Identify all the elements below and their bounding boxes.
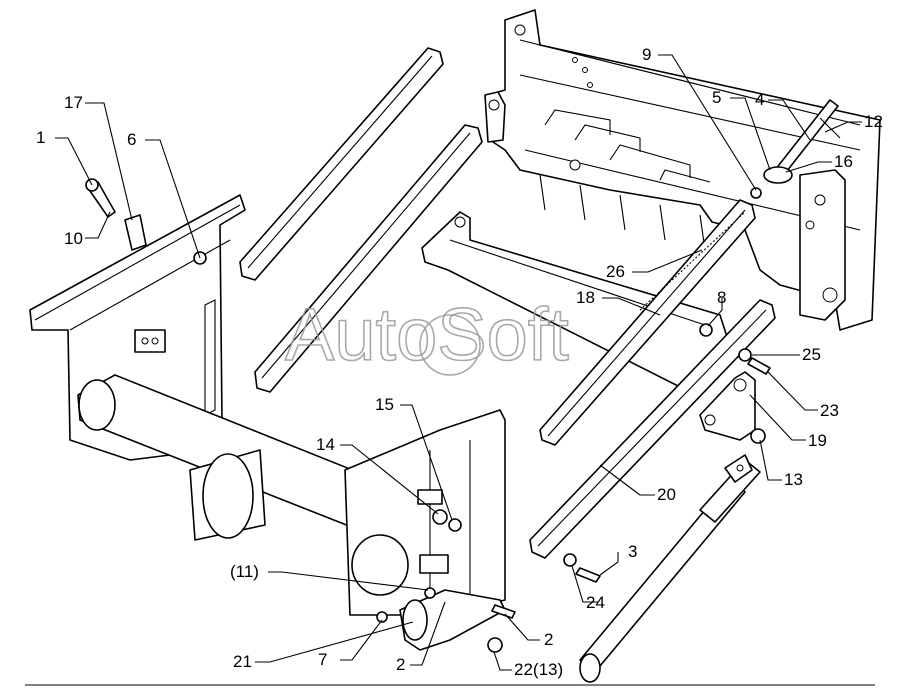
- callout-7: 7: [318, 650, 327, 669]
- callout-26: 26: [606, 262, 625, 281]
- washer-24: [563, 553, 577, 567]
- bolt-2: [491, 604, 516, 619]
- callout-8: 8: [717, 288, 726, 307]
- callout-23: 23: [820, 401, 839, 420]
- nut-22: [487, 637, 503, 653]
- callout-5: 5: [712, 88, 721, 107]
- middle-guide-rail: [254, 124, 483, 393]
- callout-labels: 1 17 6 10 9 5 4 12 16 26 18 8 25 23 19 1…: [36, 45, 883, 679]
- clip-17: [124, 214, 147, 251]
- callout-14: 14: [316, 435, 335, 454]
- pivot-16: [763, 166, 793, 184]
- bolt-3: [575, 567, 601, 583]
- callout-15: 15: [375, 395, 394, 414]
- washer-11: [424, 587, 436, 599]
- callout-20: 20: [657, 485, 676, 504]
- callout-1: 1: [36, 128, 45, 147]
- callout-3: 3: [628, 542, 637, 561]
- watermark-text: AutoSoft: [285, 293, 569, 376]
- center-housing: [344, 409, 506, 616]
- nut-8: [699, 323, 713, 337]
- nut-15: [448, 518, 462, 532]
- bracket-19: [699, 371, 756, 441]
- callout-19: 19: [808, 431, 827, 450]
- rear-frame: [484, 9, 881, 331]
- callout-4: 4: [755, 90, 764, 109]
- callout-2-lower: 2: [396, 655, 405, 674]
- callout-16: 16: [834, 152, 853, 171]
- nut-13: [750, 428, 766, 444]
- callout-18: 18: [576, 288, 595, 307]
- nut-7: [376, 611, 388, 623]
- bolt-1: [85, 178, 116, 218]
- watermark-ring: [419, 314, 481, 376]
- gas-spring: [579, 454, 761, 683]
- callout-11: (11): [230, 562, 259, 581]
- callout-12: 12: [864, 112, 883, 131]
- callout-9: 9: [642, 45, 651, 64]
- callout-10: 10: [64, 229, 83, 248]
- nut-9: [750, 187, 762, 199]
- washer-25: [738, 348, 752, 362]
- callout-6: 6: [127, 130, 136, 149]
- swing-arm-21: [399, 589, 506, 651]
- callout-13: 13: [784, 470, 803, 489]
- bolt-23: [747, 357, 771, 375]
- callout-2-right: 2: [544, 630, 553, 649]
- leader-lines: [55, 54, 862, 671]
- callout-24: 24: [586, 593, 605, 612]
- callout-21: 21: [233, 652, 252, 671]
- rail-20: [529, 299, 776, 559]
- callout-25: 25: [802, 345, 821, 364]
- callout-17: 17: [64, 93, 83, 112]
- upper-guide-rail: [239, 47, 444, 281]
- rack-rail-26: [539, 199, 756, 446]
- callout-22-13: 22(13): [514, 660, 563, 679]
